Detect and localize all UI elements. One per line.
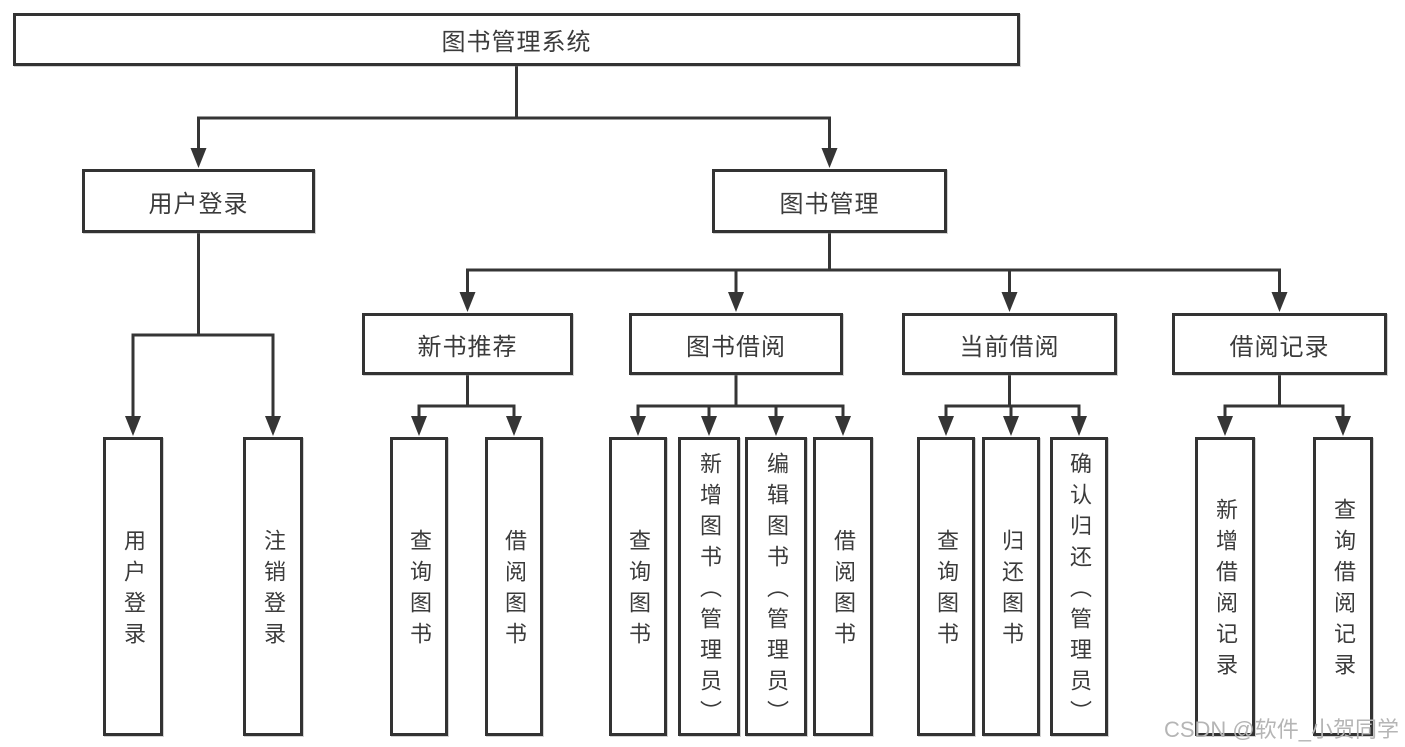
connector-group-borrow-record: [1217, 373, 1351, 436]
node-label: 当前借阅: [959, 333, 1060, 361]
node-cb-return-book: 归还图书: [982, 437, 1040, 736]
node-label: 确认归还（管理员）: [1067, 451, 1092, 731]
arrowhead-icon: [1001, 292, 1018, 312]
arrowhead-icon: [728, 292, 744, 312]
node-borrow-record: 借阅记录: [1172, 313, 1387, 375]
connector-group-new-book-rec: [411, 373, 522, 436]
node-label: 归还图书: [999, 529, 1024, 653]
arrowhead-icon: [768, 416, 784, 436]
node-label: 查询图书: [626, 529, 651, 653]
node-bb-borrow-book: 借阅图书: [813, 437, 873, 736]
connector-group-current-borrow: [938, 373, 1087, 436]
node-label: 编辑图书（管理员）: [764, 451, 789, 731]
arrowhead-icon: [938, 416, 954, 436]
node-label: 注销登录: [261, 529, 286, 653]
arrowhead-icon: [1271, 292, 1288, 312]
connector-group-root: [190, 64, 838, 168]
arrowhead-icon: [459, 292, 476, 312]
node-bb-add-book: 新增图书（管理员）: [678, 437, 740, 736]
node-label: 图书管理: [779, 190, 880, 218]
connector-group-book-borrow: [630, 373, 851, 436]
node-book-mgmt: 图书管理: [712, 169, 947, 233]
arrowhead-icon: [265, 416, 281, 436]
node-root: 图书管理系统: [13, 13, 1020, 66]
node-cb-query-book: 查询图书: [917, 437, 975, 736]
node-user-login: 用户登录: [82, 169, 315, 233]
node-label: 查询借阅记录: [1331, 498, 1356, 684]
node-cb-confirm-return: 确认归还（管理员）: [1050, 437, 1108, 736]
node-rec-borrow-book: 借阅图书: [485, 437, 543, 736]
arrowhead-icon: [506, 416, 522, 436]
node-bb-edit-book: 编辑图书（管理员）: [745, 437, 807, 736]
arrowhead-icon: [1071, 416, 1087, 436]
node-logout: 注销登录: [243, 437, 303, 736]
node-label: 借阅图书: [831, 529, 856, 653]
arrowhead-icon: [411, 416, 427, 436]
arrowhead-icon: [190, 148, 207, 168]
node-rec-query-book: 查询图书: [390, 437, 448, 736]
node-label: 借阅记录: [1229, 333, 1330, 361]
node-label: 图书管理系统: [441, 29, 592, 56]
node-label: 新增借阅记录: [1213, 498, 1238, 684]
arrowhead-icon: [835, 416, 851, 436]
node-label: 借阅图书: [502, 529, 527, 653]
arrowhead-icon: [1217, 416, 1233, 436]
node-label: 新增图书（管理员）: [697, 451, 722, 731]
node-label: 图书借阅: [686, 333, 786, 361]
node-current-borrow: 当前借阅: [902, 313, 1117, 375]
node-book-borrow: 图书借阅: [629, 313, 843, 375]
node-label: 新书推荐: [417, 333, 518, 361]
arrowhead-icon: [701, 416, 717, 436]
watermark: CSDN @软件_小贺同学: [1163, 717, 1399, 742]
node-bb-query-book: 查询图书: [609, 437, 667, 736]
node-label: 查询图书: [934, 529, 959, 653]
node-br-query-record: 查询借阅记录: [1313, 437, 1373, 736]
node-label: 用户登录: [121, 529, 146, 653]
arrowhead-icon: [630, 416, 646, 436]
node-label: 用户登录: [148, 190, 249, 218]
node-login: 用户登录: [103, 437, 163, 736]
arrowhead-icon: [1003, 416, 1019, 436]
connector-group-user-login: [125, 231, 281, 436]
arrowhead-icon: [1335, 416, 1351, 436]
node-new-book-rec: 新书推荐: [362, 313, 573, 375]
arrowhead-icon: [821, 148, 838, 168]
node-label: 查询图书: [407, 529, 432, 653]
connector-group-book-mgmt: [459, 231, 1288, 312]
arrowhead-icon: [125, 416, 141, 436]
node-br-add-record: 新增借阅记录: [1195, 437, 1255, 736]
